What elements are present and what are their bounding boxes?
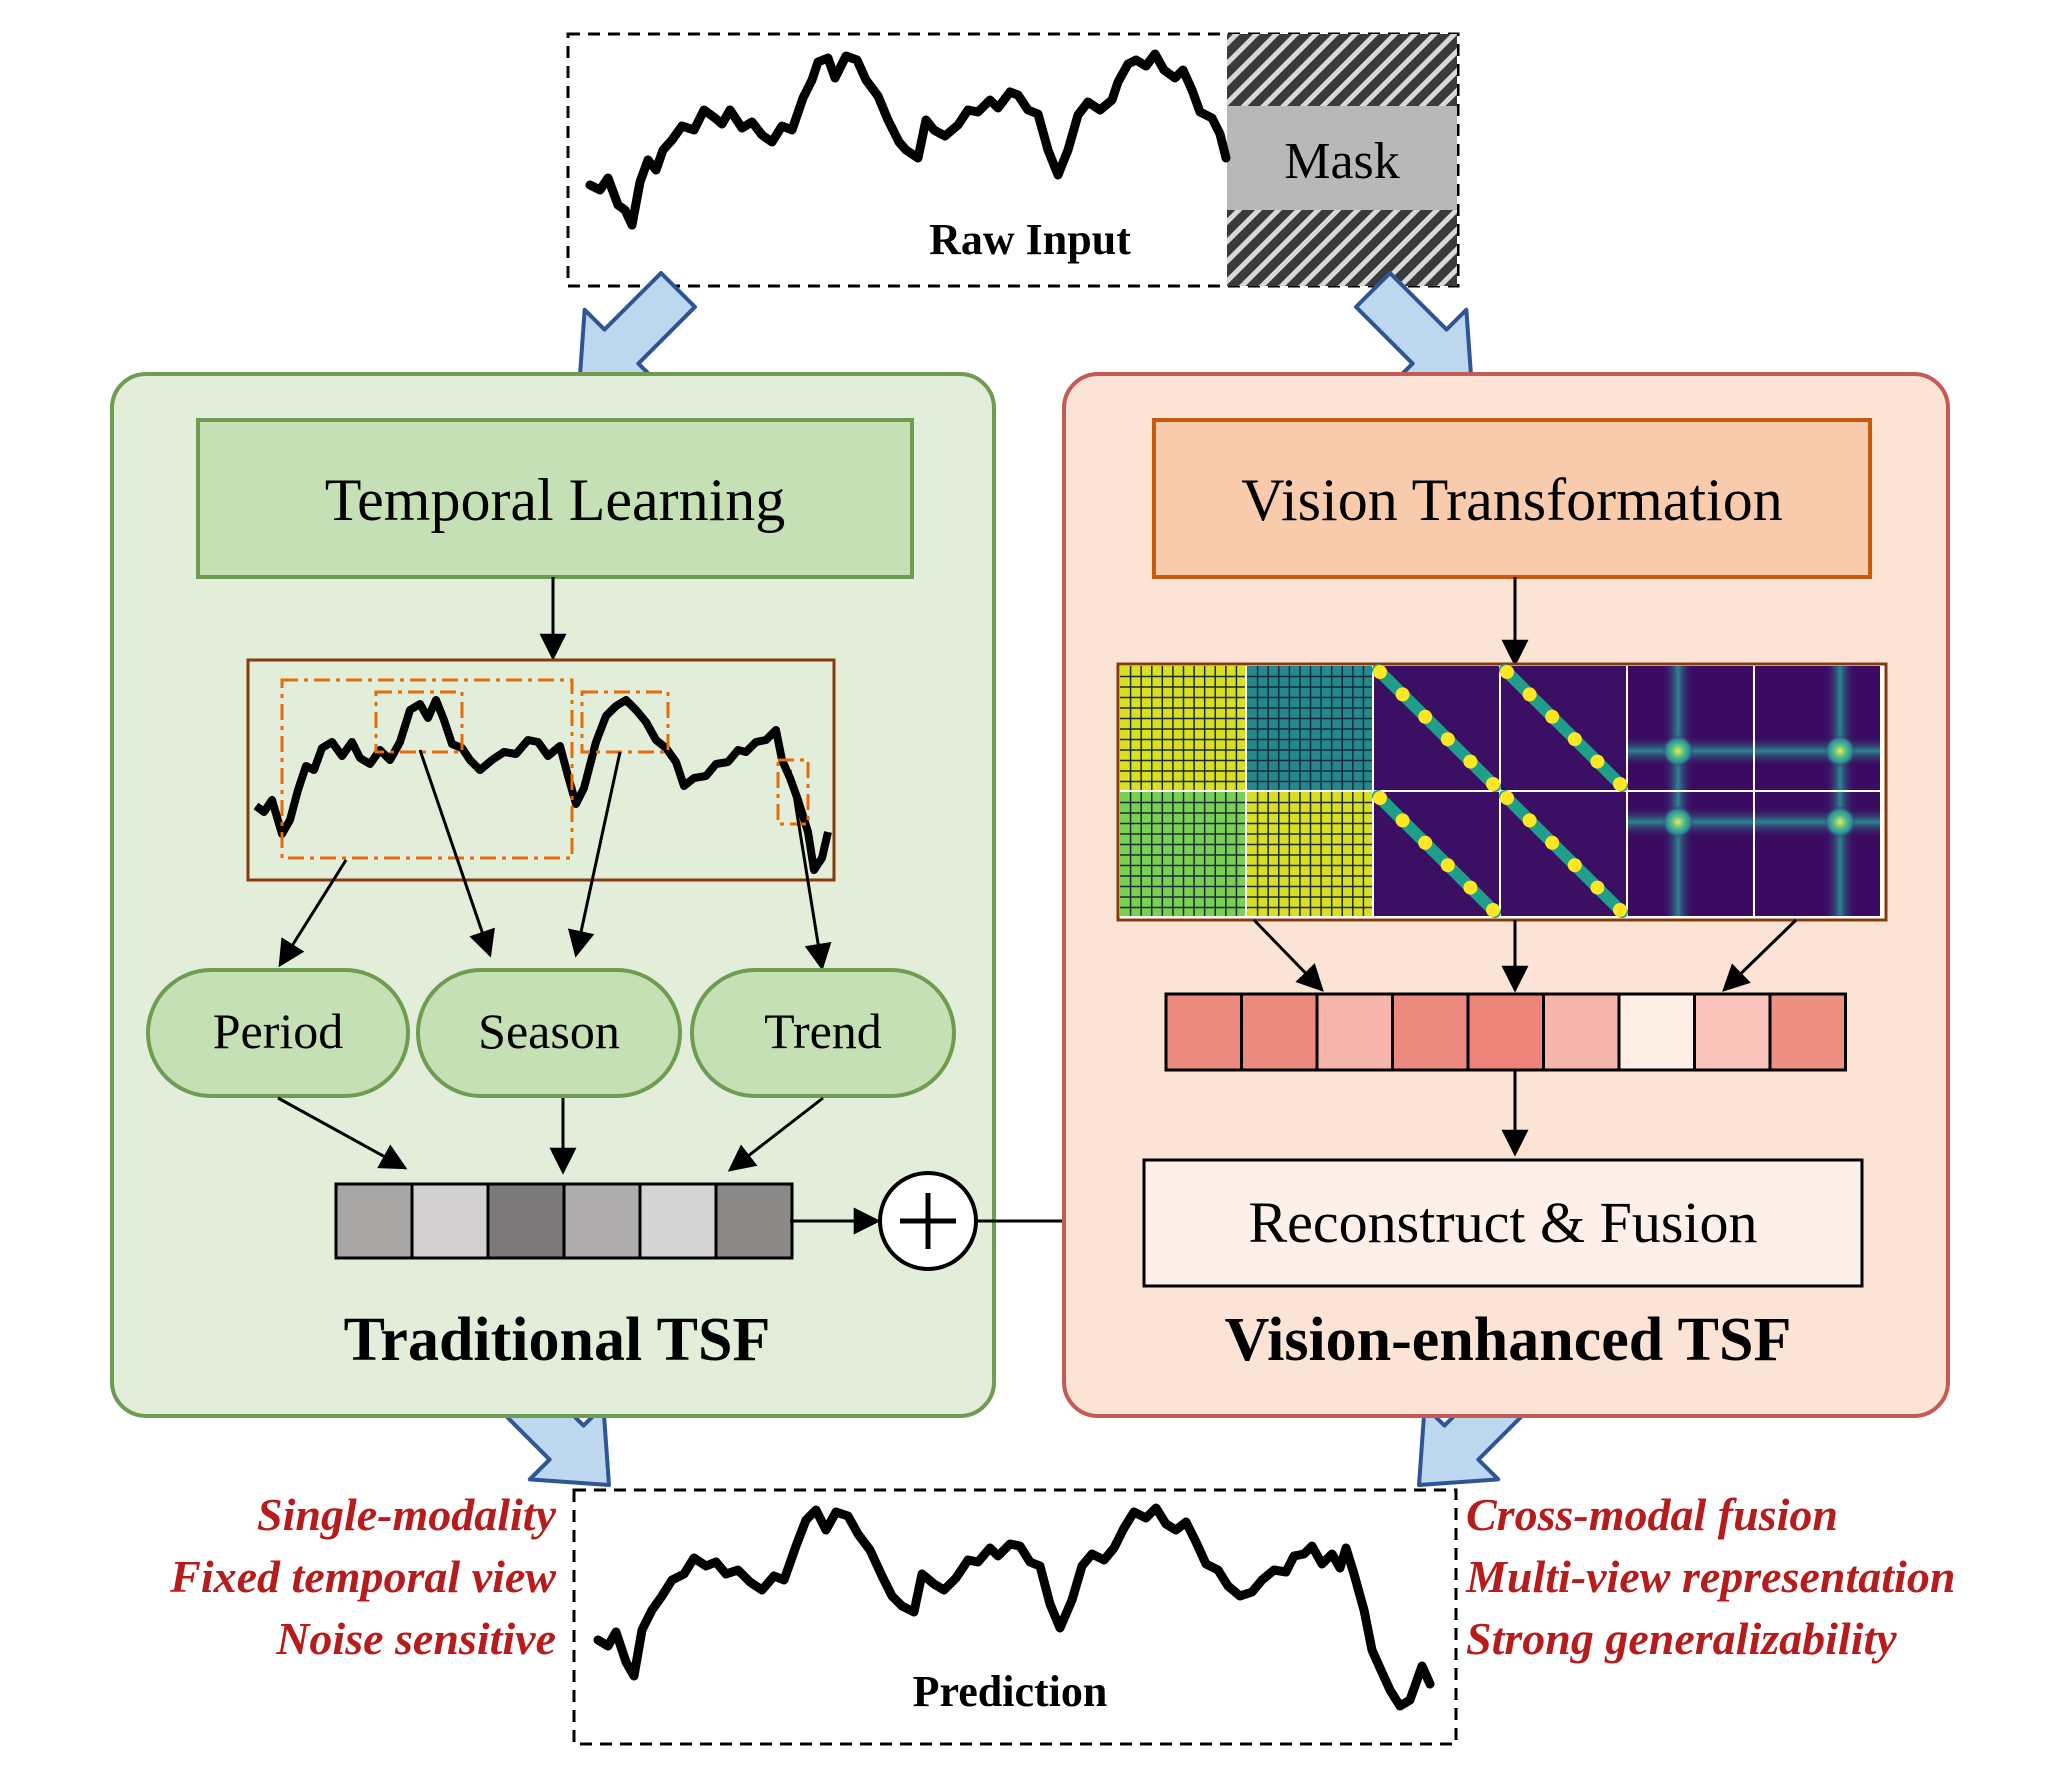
grid-image-tile: [1247, 666, 1372, 790]
feature-cell: [486, 1182, 566, 1260]
vision-tsf-panel: Vision Transformation Reconstruct & Fusi…: [1062, 372, 1950, 1418]
mask-label: Mask: [1284, 133, 1400, 190]
limitations-list: Single-modality Fixed temporal view Nois…: [169, 1489, 556, 1664]
recurrence-image-tile: [1372, 664, 1501, 792]
feature-cell: [1315, 992, 1394, 1072]
traditional-tsf-panel: Temporal Learning Period: [110, 372, 996, 1418]
heatmap-image-tile: [1628, 666, 1753, 790]
recurrence-image-tile: [1499, 790, 1628, 918]
grid-image-tile: [1120, 666, 1245, 790]
embedding-arrows: [1252, 918, 1798, 993]
prediction-box: Prediction: [572, 1488, 1458, 1746]
aggregation-arrows: [277, 1096, 824, 1175]
limitation-item: Fixed temporal view: [169, 1551, 556, 1602]
feature-cell: [1391, 992, 1470, 1072]
reconstruct-fusion-label: Reconstruct & Fusion: [1248, 1190, 1757, 1255]
component-period: Period: [146, 968, 410, 1098]
feature-cell: [1164, 992, 1243, 1072]
season-label: Season: [478, 1003, 620, 1059]
vision-tsf-title: Vision-enhanced TSF: [1225, 1306, 1792, 1374]
component-trend: Trend: [690, 968, 956, 1098]
heatmap-image-tile: [1628, 792, 1753, 916]
feature-cell: [562, 1182, 642, 1260]
feature-cell: [1466, 992, 1545, 1072]
component-arrows: [278, 749, 832, 971]
feature-cell: [1693, 992, 1772, 1072]
component-season: Season: [416, 968, 682, 1098]
recurrence-image-tile: [1372, 790, 1501, 918]
feature-cell: [1768, 992, 1847, 1072]
recurrence-image-tile: [1499, 664, 1628, 792]
arrow-input-to-traditional: [577, 271, 697, 391]
raw-input-label: Raw Input: [929, 215, 1131, 264]
limitation-item: Single-modality: [257, 1489, 557, 1540]
raw-input-box: Mask Raw Input: [566, 32, 1460, 288]
trend-label: Trend: [764, 1003, 882, 1059]
mask-region: Mask: [1227, 34, 1457, 286]
fusion-operator: [878, 1171, 978, 1271]
decomposition-box: [246, 658, 836, 971]
prediction-series: [593, 1503, 1435, 1711]
vision-feature-vector: [1164, 992, 1847, 1072]
decomposition-series: [253, 696, 832, 874]
window-markers: [280, 678, 810, 860]
advantage-item: Cross-modal fusion: [1466, 1489, 1838, 1540]
advantages-list: Cross-modal fusion Multi-view representa…: [1465, 1489, 1955, 1664]
heatmap-image-tile: [1755, 792, 1880, 916]
temporal-learning-box: Temporal Learning: [196, 418, 914, 579]
advantage-item: Strong generalizability: [1466, 1613, 1897, 1664]
feature-cell: [1240, 992, 1319, 1072]
grid-image-tile: [1120, 792, 1245, 916]
feature-cell: [334, 1182, 414, 1260]
raw-input-series: [585, 49, 1231, 230]
reconstruct-fusion-box: Reconstruct & Fusion: [1142, 1158, 1864, 1288]
limitation-item: Noise sensitive: [275, 1613, 556, 1664]
period-label: Period: [213, 1003, 344, 1059]
traditional-feature-vector: [334, 1182, 794, 1260]
vision-transformation-box: Vision Transformation: [1152, 418, 1872, 579]
traditional-tsf-title: Traditional TSF: [344, 1306, 771, 1374]
feature-cell: [1542, 992, 1621, 1072]
feature-cell: [714, 1182, 794, 1260]
feature-cell: [638, 1182, 718, 1260]
advantage-item: Multi-view representation: [1465, 1551, 1955, 1602]
temporal-learning-label: Temporal Learning: [325, 467, 786, 533]
prediction-label: Prediction: [913, 1667, 1108, 1716]
vision-transformation-label: Vision Transformation: [1241, 467, 1782, 533]
image-grid: [1116, 662, 1888, 922]
feature-cell: [1617, 992, 1696, 1072]
grid-image-tile: [1247, 792, 1372, 916]
heatmap-image-tile: [1755, 666, 1880, 790]
feature-cell: [410, 1182, 490, 1260]
